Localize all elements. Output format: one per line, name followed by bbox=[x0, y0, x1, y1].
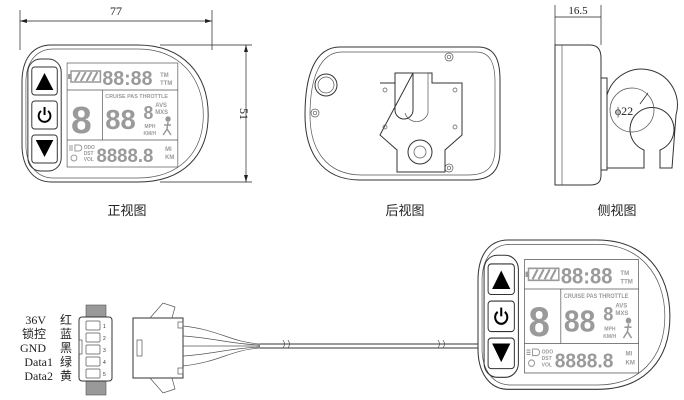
connector-plug: 1 2 3 4 5 bbox=[78, 304, 113, 396]
avs-label: AVS bbox=[155, 103, 167, 109]
side-view: 16.5 ϕ22 侧视图 bbox=[554, 5, 678, 219]
pin-number: 4 bbox=[103, 360, 106, 366]
up-arrow-icon bbox=[35, 73, 54, 90]
tm-label: TM bbox=[160, 73, 169, 79]
pin-number: 1 bbox=[103, 324, 106, 330]
rear-view-caption: 后视图 bbox=[385, 204, 424, 219]
pin-labels: 36V 锁控 GND Data1 Data2 红 蓝 黑 绿 黄 bbox=[20, 312, 72, 383]
odo-label: ODO bbox=[84, 145, 95, 151]
power-icon bbox=[37, 107, 52, 123]
wire-color: 红 bbox=[60, 312, 72, 327]
wire-color: 黄 bbox=[60, 369, 72, 383]
kmh-label: KM/H bbox=[144, 131, 157, 137]
speed-readout: 88 bbox=[105, 104, 136, 135]
rear-view: 后视图 bbox=[304, 46, 501, 219]
walk-assist-icon bbox=[162, 116, 172, 136]
clock-readout: 88:88 bbox=[102, 68, 152, 90]
headlight-icon bbox=[69, 144, 83, 162]
battery-icon bbox=[68, 70, 102, 83]
dst-label: DST bbox=[84, 151, 94, 157]
wired-display-unit bbox=[476, 238, 671, 391]
down-arrow-icon bbox=[35, 140, 54, 157]
vol-label: VOL bbox=[84, 157, 94, 163]
pin-signal: Data1 bbox=[24, 355, 53, 369]
front-view: 88:88 TM TTM 8 CRUISE PAS THROTTLE 88 8 … bbox=[19, 4, 252, 219]
pin-signal: 36V bbox=[25, 313, 46, 327]
wire-color: 绿 bbox=[60, 354, 72, 369]
front-view-caption: 正视图 bbox=[107, 204, 146, 219]
connector-housing bbox=[132, 302, 184, 394]
mi-label: MI bbox=[165, 147, 172, 153]
side-view-caption: 侧视图 bbox=[597, 204, 636, 219]
km-label: KM bbox=[165, 155, 174, 161]
mode-labels: CRUISE PAS THROTTLE bbox=[105, 94, 168, 100]
wiring-view: 36V 锁控 GND Data1 Data2 红 蓝 黑 绿 黄 1 bbox=[20, 238, 671, 396]
up-button[interactable] bbox=[31, 66, 58, 96]
wire-color: 蓝 bbox=[60, 327, 72, 341]
wire-color: 黑 bbox=[60, 341, 72, 355]
height-dimension: 51 bbox=[237, 108, 251, 120]
speed-decimal: 8 bbox=[144, 103, 154, 123]
pin-signal: GND bbox=[20, 341, 46, 355]
down-button[interactable] bbox=[31, 134, 58, 164]
display-unit: 88:88 TM TTM 8 CRUISE PAS THROTTLE 88 8 … bbox=[21, 44, 209, 183]
lcd-screen: 88:88 TM TTM 8 CRUISE PAS THROTTLE 88 8 … bbox=[66, 62, 179, 168]
assist-level-digit: 8 bbox=[71, 99, 92, 141]
ttm-label: TTM bbox=[160, 81, 172, 87]
pin-number: 2 bbox=[103, 336, 106, 342]
pin-number: 3 bbox=[103, 348, 106, 354]
distance-readout: 8888.8 bbox=[96, 145, 153, 166]
power-button[interactable] bbox=[31, 100, 58, 130]
width-dimension: 77 bbox=[110, 4, 122, 18]
depth-dimension: 16.5 bbox=[568, 5, 588, 17]
clamp-diameter: ϕ22 bbox=[615, 104, 633, 118]
pin-signal: Data2 bbox=[24, 369, 53, 383]
mxs-label: MXS bbox=[155, 110, 168, 116]
pin-signal: 锁控 bbox=[22, 326, 46, 341]
pin-number: 5 bbox=[103, 372, 106, 378]
mph-label: MPH bbox=[145, 124, 156, 130]
